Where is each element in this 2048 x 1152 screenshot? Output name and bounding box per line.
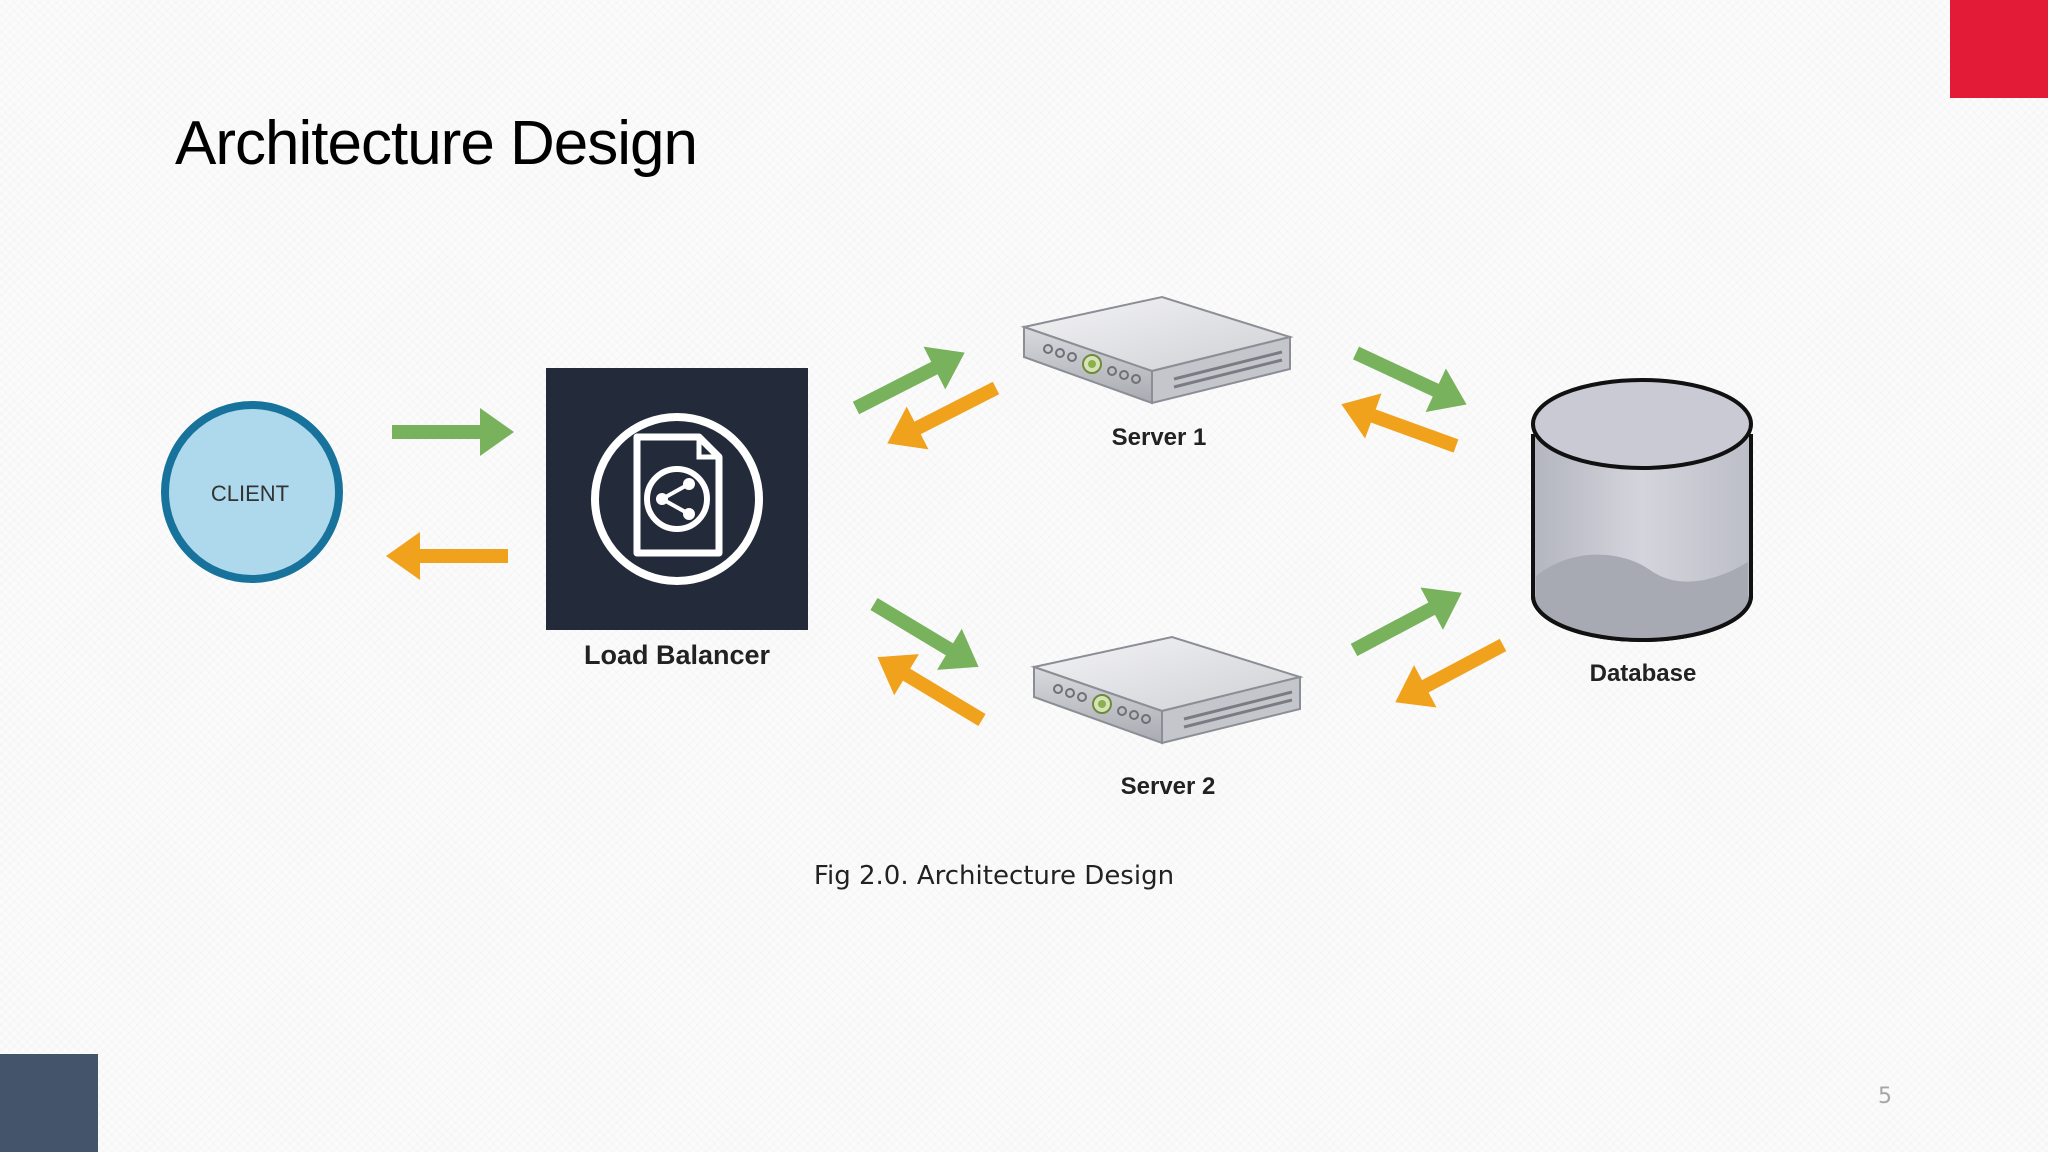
load-balancer-label: Load Balancer (584, 640, 771, 670)
load-balancer-node: Load Balancer (546, 368, 808, 670)
arrow-lb-to-server2 (861, 583, 991, 688)
client-node: CLIENT (161, 401, 343, 583)
server1-label: Server 1 (1112, 424, 1207, 451)
arrow-db-to-server2 (1384, 623, 1515, 724)
corner-accent-red (1950, 0, 2048, 98)
arrow-server2-to-lb (865, 636, 995, 741)
slide-title: Architecture Design (175, 109, 698, 178)
server2-label: Server 2 (1121, 773, 1216, 800)
page-number: 5 (1878, 1084, 1892, 1109)
corner-accent-slate (0, 1054, 98, 1152)
server1-rack-icon (1022, 295, 1292, 405)
client-label: CLIENT (211, 481, 289, 506)
server2-rack-icon (1032, 635, 1302, 745)
figure-caption: Fig 2.0. Architecture Design (813, 861, 1175, 891)
arrow-client-to-lb (392, 408, 514, 456)
cylinder-database-icon (1531, 378, 1753, 642)
server1-node: Server 1 (1022, 295, 1292, 451)
arrow-server2-to-db (1342, 571, 1473, 672)
database-label: Database (1590, 660, 1697, 687)
server2-node: Server 2 (1032, 635, 1302, 800)
database-node: Database (1531, 378, 1753, 687)
document-share-icon (591, 413, 763, 585)
arrow-lb-to-client (386, 532, 508, 580)
